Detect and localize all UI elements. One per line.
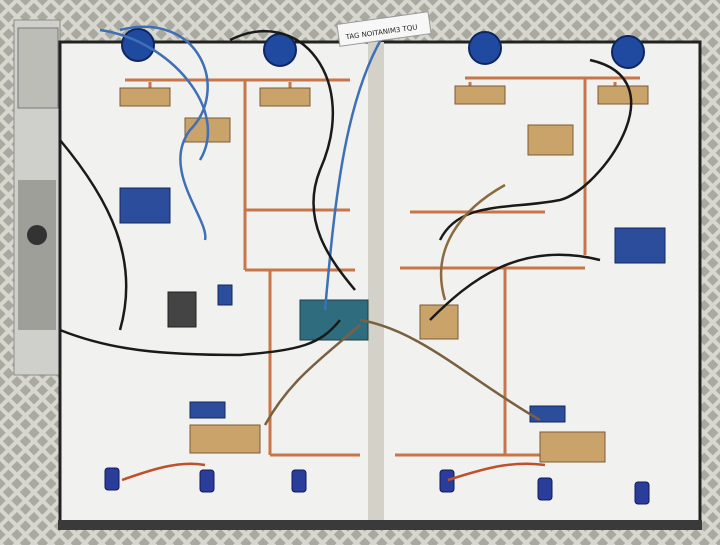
bottom-ledge bbox=[58, 520, 702, 530]
relay-block bbox=[167, 291, 197, 328]
motor-1 bbox=[121, 28, 155, 62]
sensor-modules bbox=[119, 187, 666, 423]
motor-2 bbox=[263, 33, 297, 67]
arduino-board bbox=[299, 299, 369, 341]
center-rail bbox=[368, 42, 384, 524]
cable-tag: TAG NOITANIM3 TQU bbox=[336, 11, 432, 47]
motor-3 bbox=[468, 31, 502, 65]
knob bbox=[27, 225, 47, 245]
cables bbox=[59, 24, 633, 482]
switch-panel bbox=[18, 180, 56, 330]
motor-4 bbox=[611, 35, 645, 69]
servos bbox=[104, 467, 650, 505]
power-supply bbox=[17, 27, 59, 109]
